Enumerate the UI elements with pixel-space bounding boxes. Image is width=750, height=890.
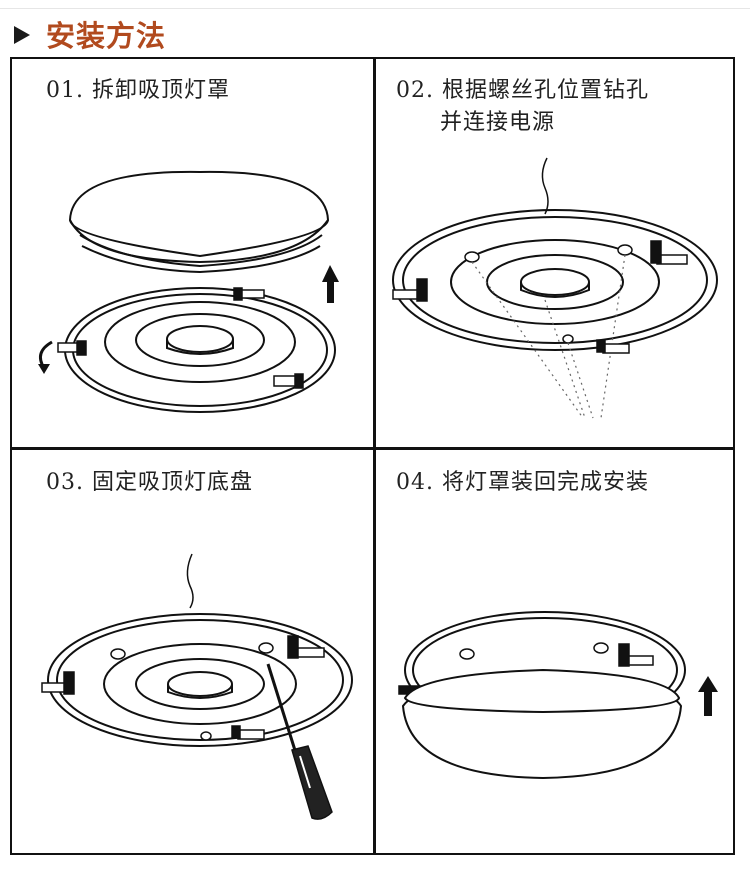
step-1-illustration	[38, 170, 339, 413]
step-4-illustration	[398, 611, 718, 780]
mounting-clips	[41, 635, 325, 740]
step-2-caption: 02. 根据螺丝孔位置钻孔	[396, 78, 649, 103]
base-plate	[47, 613, 353, 747]
step-1-caption: 01. 拆卸吸顶灯罩	[46, 78, 230, 103]
power-wire	[186, 553, 194, 609]
screwdriver-icon	[266, 663, 333, 820]
base-plate	[64, 287, 336, 413]
arrow-up-icon	[698, 676, 718, 716]
rotate-arrow-icon	[38, 340, 53, 374]
grid-divider-vertical	[373, 57, 376, 855]
triangle-arrow-icon	[14, 26, 30, 44]
section-title: 安装方法	[46, 19, 167, 53]
step-3-caption: 03. 固定吸顶灯底盘	[46, 470, 253, 495]
power-wire	[541, 157, 549, 215]
mounting-clips	[392, 240, 688, 354]
header-divider	[0, 8, 750, 9]
lamp-cover	[68, 170, 330, 274]
step-2-caption-line2: 并连接电源	[440, 110, 556, 135]
grid-divider-horizontal	[10, 447, 735, 450]
step-4-caption: 04. 将灯罩装回完成安装	[396, 470, 649, 495]
arrow-up-icon	[322, 265, 339, 303]
drill-guide-lines	[471, 254, 626, 419]
section-header: 安装方法	[0, 0, 750, 58]
screw-holes	[110, 642, 274, 741]
lamp-cover	[401, 668, 683, 780]
step-2-illustration	[392, 157, 718, 419]
mounting-clips	[57, 287, 304, 389]
screw-holes	[459, 642, 609, 660]
step-3-illustration	[41, 553, 353, 820]
base-plate	[392, 209, 718, 351]
